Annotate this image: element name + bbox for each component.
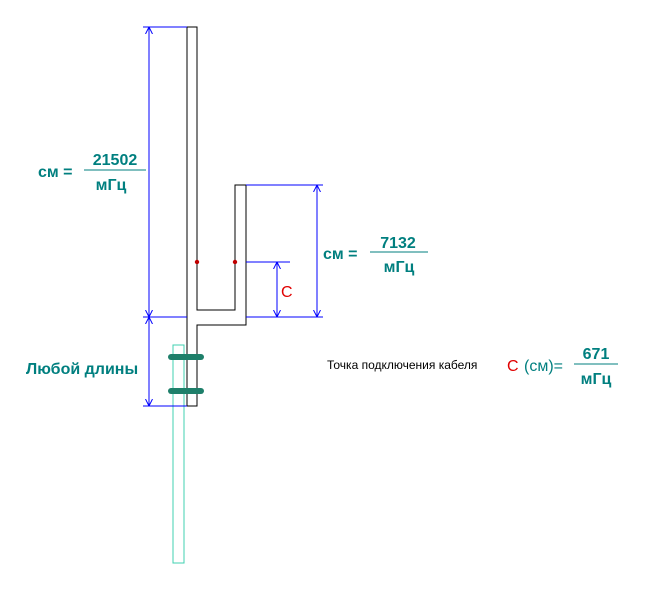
formula-long-denominator: мГц — [96, 177, 127, 194]
formula-stub-numerator: 7132 — [380, 235, 416, 252]
cable-point-formula: Точка подключения кабеля C (см)= 671 мГц — [327, 346, 618, 388]
cable-point-c-letter: C — [507, 358, 519, 375]
label-c: C — [281, 284, 293, 301]
formula-long-element: см = 21502 мГц — [38, 152, 146, 194]
formula-long-prefix: см = — [38, 164, 73, 181]
cable-point-numerator: 671 — [583, 346, 610, 363]
cable-point-unit: (см)= — [524, 358, 563, 375]
formula-stub: см = 7132 мГц — [323, 235, 428, 276]
feed-point-left — [194, 259, 200, 265]
extension-lines — [143, 26, 323, 407]
cable-point-caption: Точка подключения кабеля — [327, 358, 477, 372]
cable-point-denominator: мГц — [581, 371, 612, 388]
feed-point-right — [232, 259, 238, 265]
label-any-length: Любой длины — [26, 361, 138, 378]
mast — [172, 344, 185, 564]
antenna-element — [186, 26, 247, 407]
formula-long-numerator: 21502 — [93, 152, 138, 169]
formula-stub-denominator: мГц — [384, 259, 415, 276]
formula-stub-prefix: см = — [323, 246, 358, 263]
